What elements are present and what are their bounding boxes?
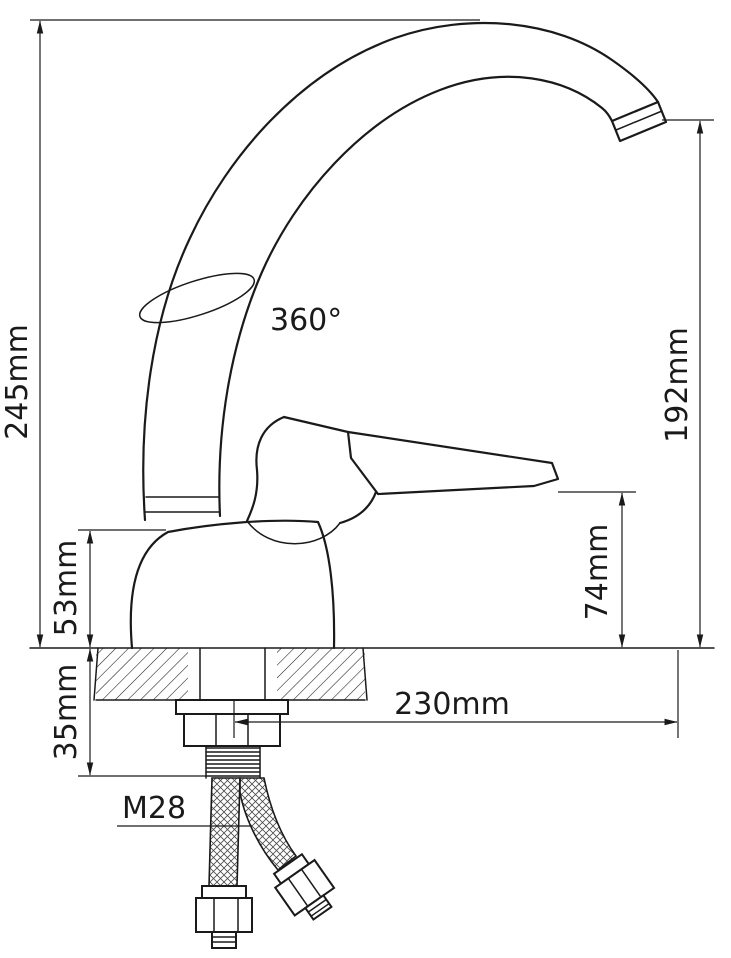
faucet-base <box>129 519 336 650</box>
dimension-base-height-label: 53mm <box>49 540 84 637</box>
swivel-angle-label: 360° <box>270 303 342 338</box>
dimension-handle-height-label: 74mm <box>580 524 615 621</box>
mixer-body <box>245 415 378 545</box>
dimension-base-height: 53mm <box>49 529 166 648</box>
dimension-handle-height: 74mm <box>558 491 636 648</box>
dimension-total-height: 245mm <box>0 19 480 648</box>
hose-fitting-right <box>272 852 336 921</box>
spout-aerator <box>610 100 668 143</box>
thread-size-callout: M28 <box>117 791 250 827</box>
dimension-spout-reach: 230mm <box>233 650 679 738</box>
dimension-mount-thickness: 35mm <box>49 648 206 777</box>
dimension-spout-height-label: 192mm <box>660 327 695 443</box>
dimension-mount-thickness-label: 35mm <box>49 664 84 761</box>
handle-lever <box>346 430 560 496</box>
threaded-shank <box>205 745 261 779</box>
supply-hose-right <box>239 777 336 921</box>
swivel-angle-callout: 360° <box>270 303 342 338</box>
countertop-section <box>29 647 715 701</box>
dimension-spout-reach-label: 230mm <box>394 687 510 722</box>
dimension-total-height-label: 245mm <box>0 324 35 440</box>
faucet-spout-outline <box>142 21 660 522</box>
mounting-nut <box>183 713 281 747</box>
dimension-spout-height: 192mm <box>660 119 714 648</box>
swivel-rotation-indicator <box>138 272 256 324</box>
thread-size-label: M28 <box>122 791 186 826</box>
mounting-washer <box>175 699 289 715</box>
hose-fitting-left <box>195 885 253 949</box>
supply-hose-left <box>195 777 253 949</box>
